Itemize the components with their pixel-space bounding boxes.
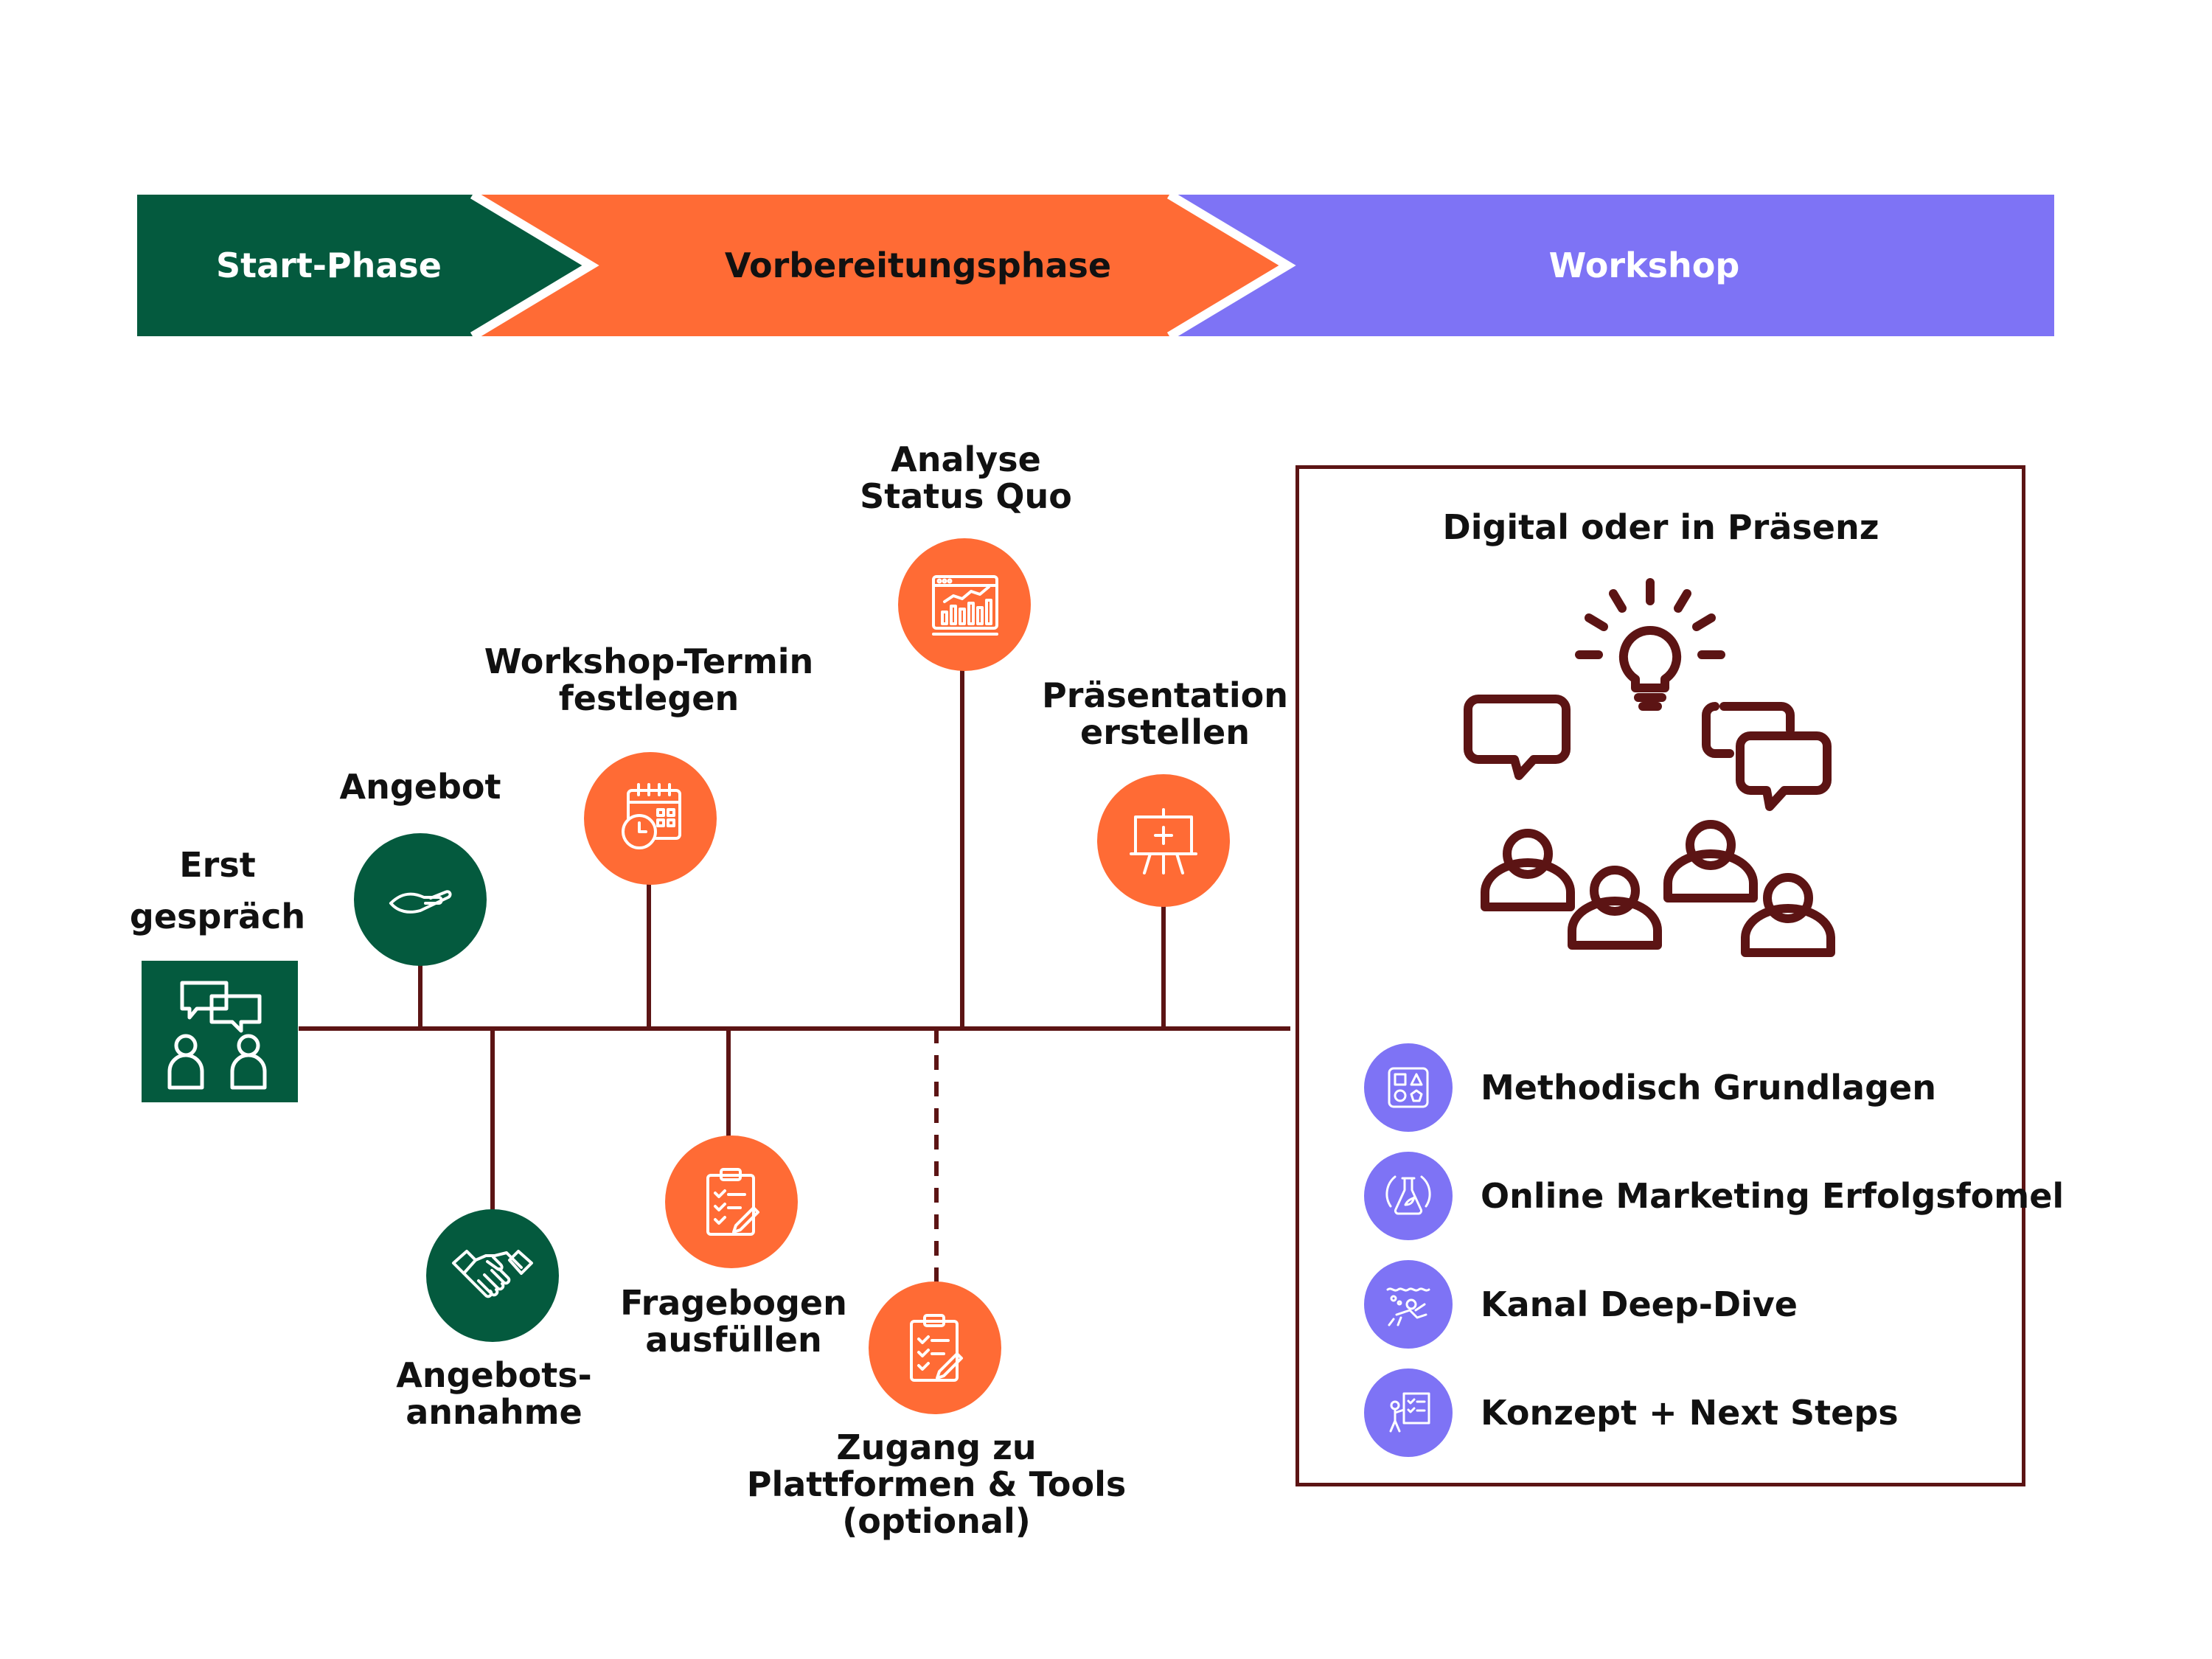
calendar-clock-icon bbox=[622, 783, 681, 849]
phase-workshop-shape bbox=[137, 195, 591, 336]
item-kanal: Kanal Deep-Dive bbox=[1481, 1284, 1798, 1324]
item-icon-methodisch bbox=[1364, 1043, 1453, 1132]
handshake-icon bbox=[452, 1250, 533, 1298]
label-praesentation: Präsentation erstellen bbox=[1042, 675, 1288, 752]
item-konzept: Konzept + Next Steps bbox=[1481, 1393, 1899, 1433]
label-workshop-termin: Workshop-Termin festlegen bbox=[484, 641, 814, 718]
brainstorm-people-icon bbox=[1464, 578, 1835, 957]
phase-bar bbox=[137, 195, 2054, 336]
step-fragebogen bbox=[665, 1135, 798, 1268]
label-angebot: Angebot bbox=[339, 767, 501, 807]
clipboard-checklist-icon bbox=[910, 1314, 963, 1382]
meeting-icon bbox=[142, 961, 298, 1102]
step-angebotsannahme bbox=[426, 1209, 559, 1342]
workshop-title: Digital oder in Präsenz bbox=[1442, 507, 1879, 547]
open-hand-icon bbox=[389, 890, 452, 914]
clipboard-checklist-icon bbox=[706, 1168, 759, 1236]
phase-workshop-label: Workshop bbox=[1548, 246, 1740, 285]
item-icon-online-marketing bbox=[1364, 1152, 1453, 1240]
label-analyse: Analyse Status Quo bbox=[860, 439, 1072, 516]
step-zugang bbox=[869, 1281, 1001, 1414]
step-angebot bbox=[354, 833, 487, 966]
phase-prep-shape bbox=[465, 195, 1287, 336]
phase-start-label: Start-Phase bbox=[215, 246, 442, 285]
item-icon-kanal bbox=[1364, 1260, 1453, 1349]
flask-icon bbox=[1385, 1175, 1431, 1215]
label-fragebogen: Fragebogen ausfüllen bbox=[620, 1283, 847, 1360]
step-praesentation bbox=[1097, 774, 1230, 907]
presentation-board-icon bbox=[1130, 808, 1197, 874]
planning-board-icon bbox=[1389, 1392, 1430, 1433]
analytics-chart-icon bbox=[932, 575, 998, 636]
item-icon-konzept bbox=[1364, 1368, 1453, 1457]
phase-prep-label: Vorbereitungsphase bbox=[724, 246, 1112, 285]
label-zugang: Zugang zu Plattformen & Tools (optional) bbox=[746, 1427, 1127, 1541]
item-online-marketing: Online Marketing Erfolgsfomel bbox=[1481, 1176, 2065, 1216]
step-workshop-termin bbox=[584, 752, 717, 885]
diver-icon bbox=[1386, 1287, 1430, 1326]
label-erstgespraech: Erst gespräch bbox=[129, 845, 306, 936]
step-analyse bbox=[898, 538, 1031, 671]
workshop-box bbox=[1295, 465, 2025, 1486]
item-methodisch: Methodisch Grundlagen bbox=[1481, 1068, 1936, 1107]
shapes-icon bbox=[1388, 1067, 1429, 1108]
label-angebotsannahme: Angebots- annahme bbox=[396, 1355, 592, 1432]
phase-start-shape bbox=[1162, 195, 2054, 336]
